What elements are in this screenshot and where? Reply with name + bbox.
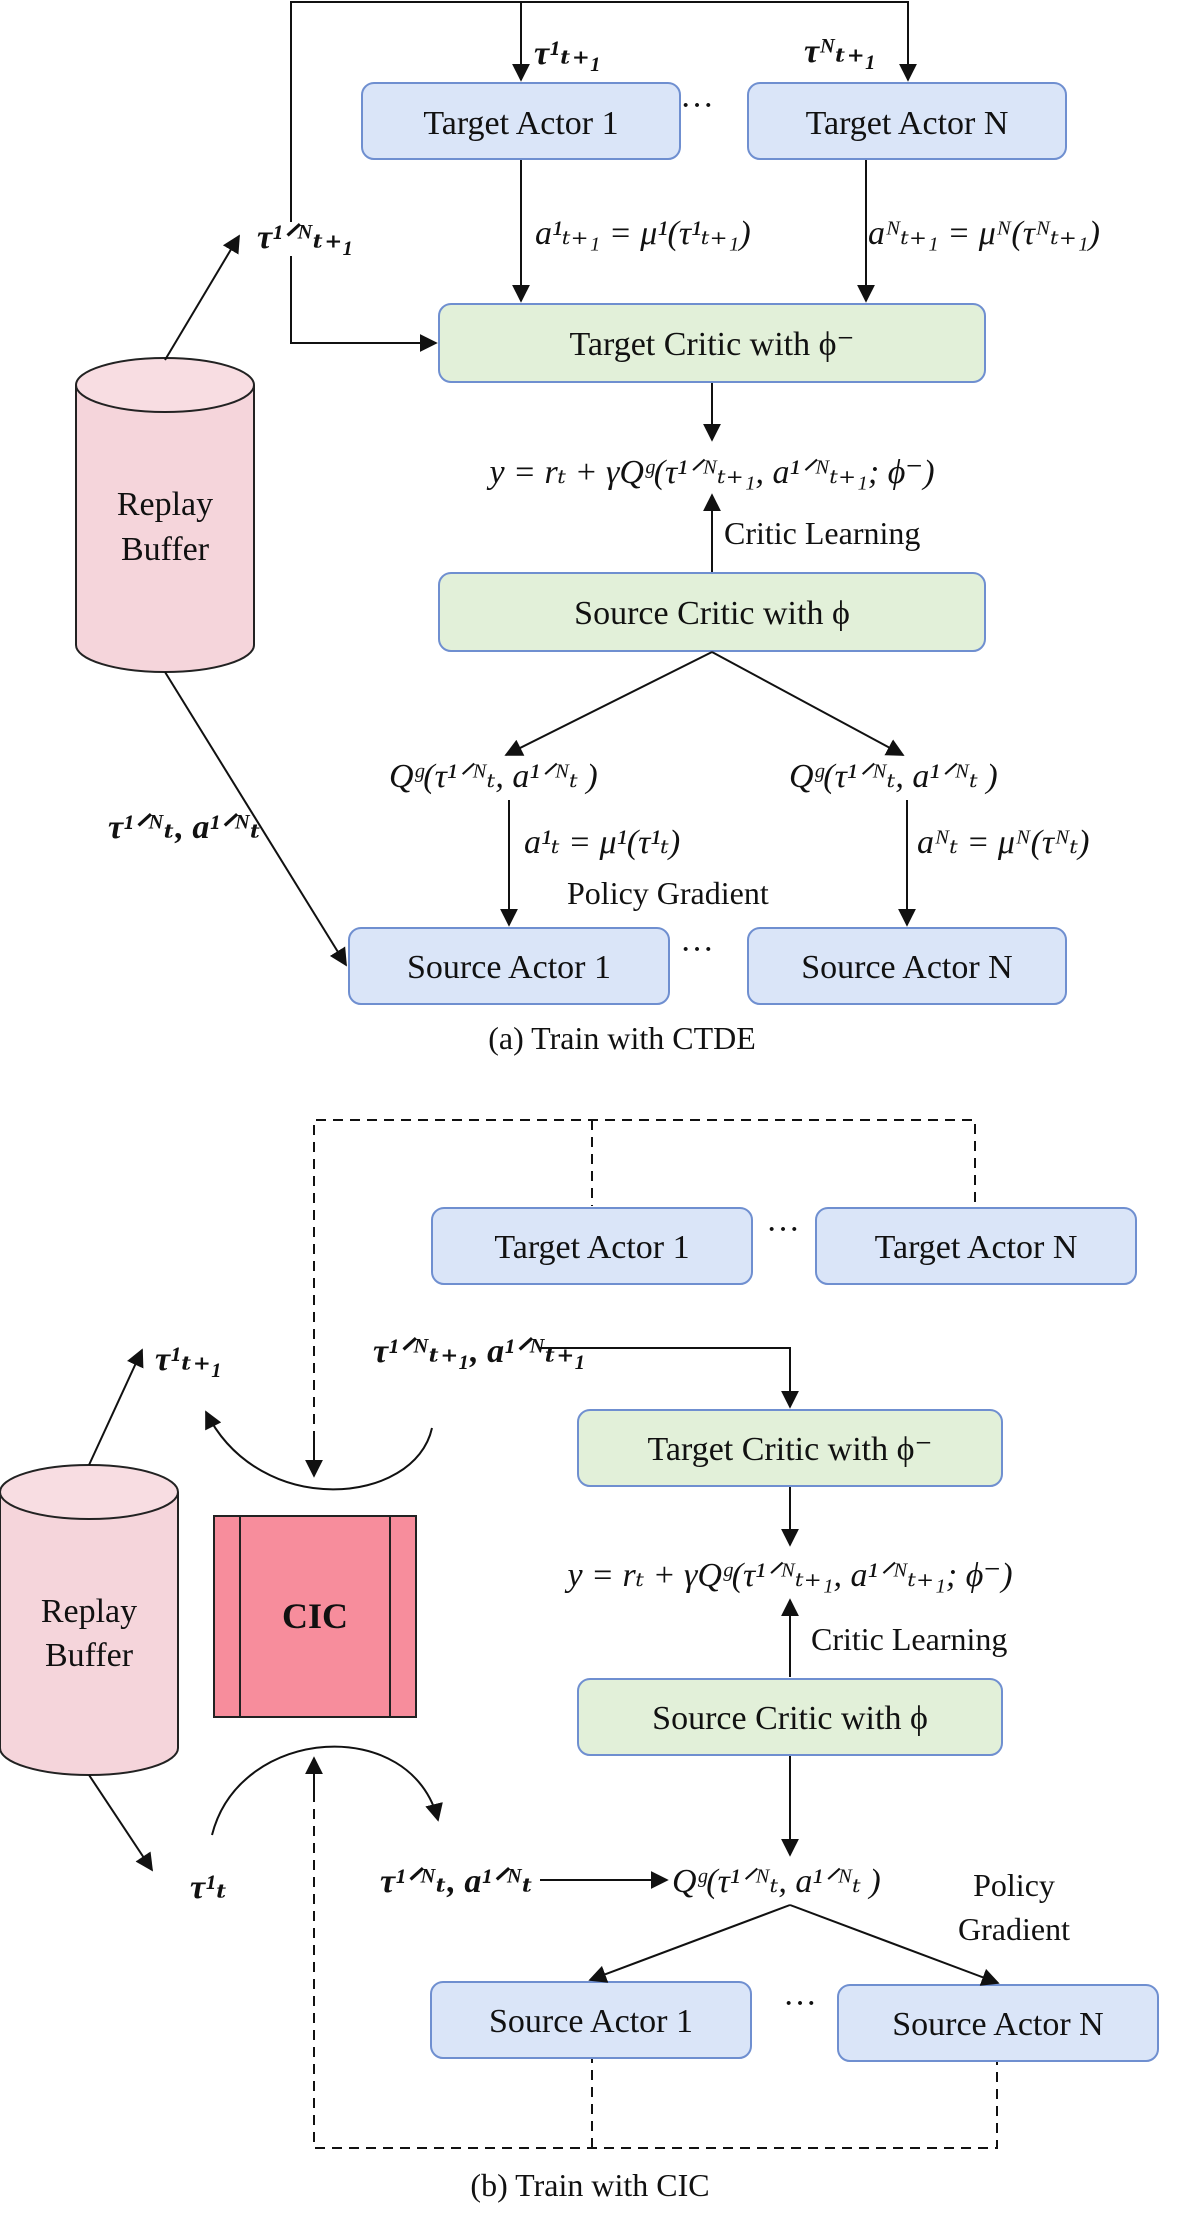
source-actor-1-label-b: Source Actor 1	[489, 2003, 693, 2040]
curve-upper-arrow	[205, 1410, 433, 1491]
source-critic-box	[438, 572, 986, 652]
a-next-1-label: a¹ₜ₊₁ = μ¹(τ¹ₜ₊₁)	[535, 215, 751, 252]
replay-buffer-a-line2: Buffer	[121, 531, 210, 568]
source-actor-1-box-a	[348, 927, 670, 1005]
source-actor-n-box-a	[747, 927, 1067, 1005]
dashed-bottom-loop	[313, 1775, 998, 2149]
replay-buffer-a-line1: Replay	[117, 486, 213, 523]
caption-a: (a) Train with CTDE	[488, 1020, 756, 1056]
policy-gradient-label: Policy Gradient	[567, 875, 769, 911]
replay-buffer-a: Replay Buffer	[75, 357, 255, 673]
tau-next-1-label: τ¹ₜ₊₁	[534, 35, 602, 72]
source-critic-box-b	[577, 1678, 1003, 1756]
y-formula: y = rₜ + γQᵍ(τ¹ᐟᴺₜ₊₁, a¹ᐟᴺₜ₊₁; ϕ⁻)	[486, 454, 934, 491]
dashed-top-loop	[313, 1119, 976, 1475]
target-actor-1-label-b: Target Actor 1	[494, 1229, 689, 1266]
critic-learning-label: Critic Learning	[724, 515, 920, 551]
target-critic-box-b	[577, 1409, 1003, 1487]
target-actor-1-label: Target Actor 1	[423, 105, 618, 142]
source-critic-label: Source Critic with ϕ	[574, 595, 850, 632]
target-actor-1-box	[361, 82, 681, 160]
target-actor-ellipsis: ···	[680, 87, 714, 124]
critic-learning-label-b: Critic Learning	[811, 1621, 1007, 1657]
target-critic-box	[438, 303, 986, 383]
curve-lower-arrow	[211, 1745, 443, 1836]
source-actor-ellipsis-a: ···	[680, 931, 714, 968]
source-actor-1-label-a: Source Actor 1	[407, 949, 611, 986]
tau-a-all-label: τ¹ᐟᴺₜ, a¹ᐟᴺₜ	[108, 809, 262, 846]
tau-1-label-b: τ¹ₜ	[190, 1869, 228, 1906]
caption-b: (b) Train with CIC	[470, 2167, 709, 2203]
tau-next-all-label: τ¹ᐟᴺₜ₊₁	[257, 219, 354, 256]
target-actor-n-box	[747, 82, 1067, 160]
source-actor-ellipsis-b: ···	[783, 1985, 817, 2022]
q-left-label: Qᵍ(τ¹ᐟᴺₜ, a¹ᐟᴺₜ )	[389, 758, 598, 795]
q-right-label: Qᵍ(τ¹ᐟᴺₜ, a¹ᐟᴺₜ )	[789, 758, 998, 795]
target-actor-n-box-b	[815, 1207, 1137, 1285]
replay-buffer-b-line1: Replay	[41, 1593, 137, 1630]
panel-b: Target Actor 1 ··· Target Actor N τ¹ₜ₊₁ …	[0, 1119, 1159, 2203]
cic-block: CIC	[213, 1515, 417, 1718]
a-1-label: a¹ₜ = μ¹(τ¹ₜ)	[524, 824, 680, 861]
y-formula-b: y = rₜ + γQᵍ(τ¹ᐟᴺₜ₊₁, a¹ᐟᴺₜ₊₁; ϕ⁻)	[564, 1557, 1012, 1594]
tau-a-all-label-b: τ¹ᐟᴺₜ, a¹ᐟᴺₜ	[380, 1863, 534, 1900]
q-label-b: Qᵍ(τ¹ᐟᴺₜ, a¹ᐟᴺₜ )	[672, 1863, 881, 1900]
tau-a-next-all-label-b: τ¹ᐟᴺₜ₊₁, a¹ᐟᴺₜ₊₁	[373, 1333, 586, 1370]
replay-buffer-b-line2: Buffer	[45, 1637, 134, 1674]
target-critic-label-b: Target Critic with ϕ⁻	[648, 1431, 933, 1468]
target-critic-label: Target Critic with ϕ⁻	[570, 326, 855, 363]
source-critic-label-b: Source Critic with ϕ	[652, 1700, 928, 1737]
target-actor-n-label: Target Actor N	[806, 105, 1009, 142]
target-actor-n-label-b: Target Actor N	[875, 1229, 1078, 1266]
cic-label: CIC	[282, 1596, 348, 1636]
a-next-n-label: aᴺₜ₊₁ = μᴺ(τᴺₜ₊₁)	[868, 215, 1100, 252]
panel-b-arrows	[88, 1347, 1000, 1986]
panel-a-arrows	[164, 1, 917, 967]
panel-a: Target Actor 1 ··· Target Actor N Target…	[75, 1, 1100, 1056]
tau-next-1-label-b: τ¹ₜ₊₁	[155, 1341, 223, 1378]
target-actor-ellipsis-b: ···	[766, 1211, 800, 1248]
tau-next-n-label: τᴺₜ₊₁	[804, 33, 877, 70]
a-n-label: aᴺₜ = μᴺ(τᴺₜ)	[917, 824, 1089, 861]
target-actor-1-box-b	[431, 1207, 753, 1285]
policy-label-b-line2: Gradient	[958, 1911, 1070, 1947]
source-actor-n-label-b: Source Actor N	[892, 2006, 1104, 2043]
policy-label-b-line1: Policy	[973, 1867, 1055, 1903]
replay-buffer-b: Replay Buffer	[0, 1464, 179, 1776]
source-actor-n-label-a: Source Actor N	[801, 949, 1013, 986]
